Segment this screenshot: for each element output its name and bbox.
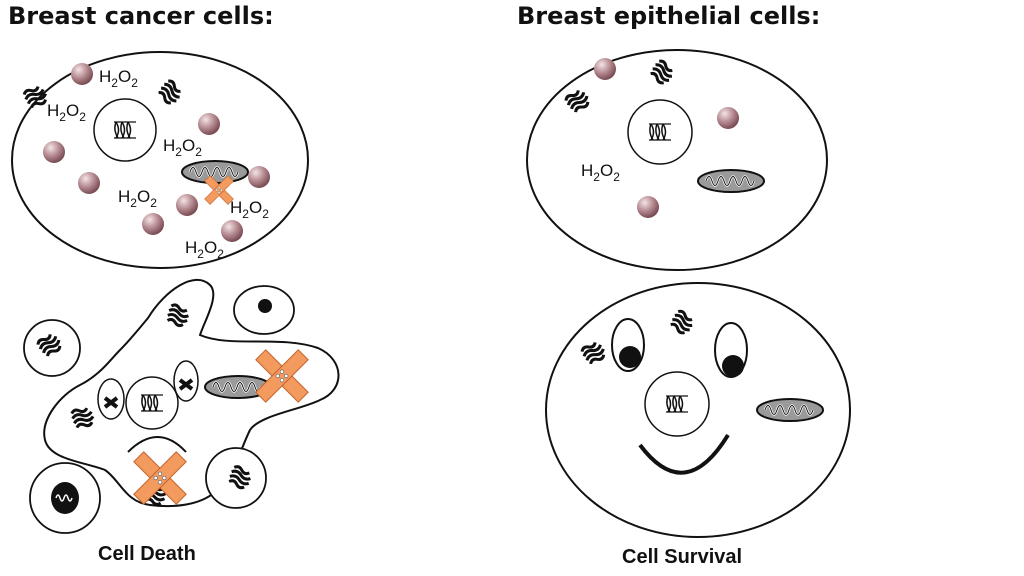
cell-survival-caption: Cell Survival [622, 546, 742, 569]
mitochondrion-icon [182, 161, 248, 183]
cell-death-caption: Cell Death [98, 543, 196, 566]
nucleus [126, 377, 178, 429]
ros-sphere [594, 58, 616, 80]
apoptotic-body [206, 448, 266, 508]
mitochondrion-icon [757, 399, 823, 421]
vesicle [98, 379, 124, 419]
eye-left-icon [612, 319, 644, 371]
ros-sphere [221, 220, 243, 242]
cancer-cell-top: H2O2 H2O2 H2O2 H2O2 H2O2 H2O2 [12, 52, 308, 268]
ros-sphere [637, 196, 659, 218]
condensed-chromatin [258, 299, 272, 313]
mitochondrion-icon [51, 482, 79, 514]
mitochondrion-icon [698, 170, 764, 192]
vesicle [174, 361, 198, 401]
ros-sphere [43, 141, 65, 163]
ros-sphere [78, 172, 100, 194]
apoptotic-body [24, 320, 80, 376]
apoptotic-body [30, 463, 100, 533]
apoptotic-body [234, 286, 294, 334]
ros-sphere [71, 63, 93, 85]
ros-sphere [142, 213, 164, 235]
eye-right-icon [715, 323, 747, 377]
nucleus [628, 100, 692, 164]
nucleus [94, 99, 156, 161]
ros-sphere [717, 107, 739, 129]
nucleus [645, 372, 709, 436]
ros-sphere [176, 194, 198, 216]
ros-sphere [248, 166, 270, 188]
epithelial-cell-top: H2O2 [527, 50, 827, 270]
surviving-cell [546, 283, 850, 537]
ros-sphere [198, 113, 220, 135]
